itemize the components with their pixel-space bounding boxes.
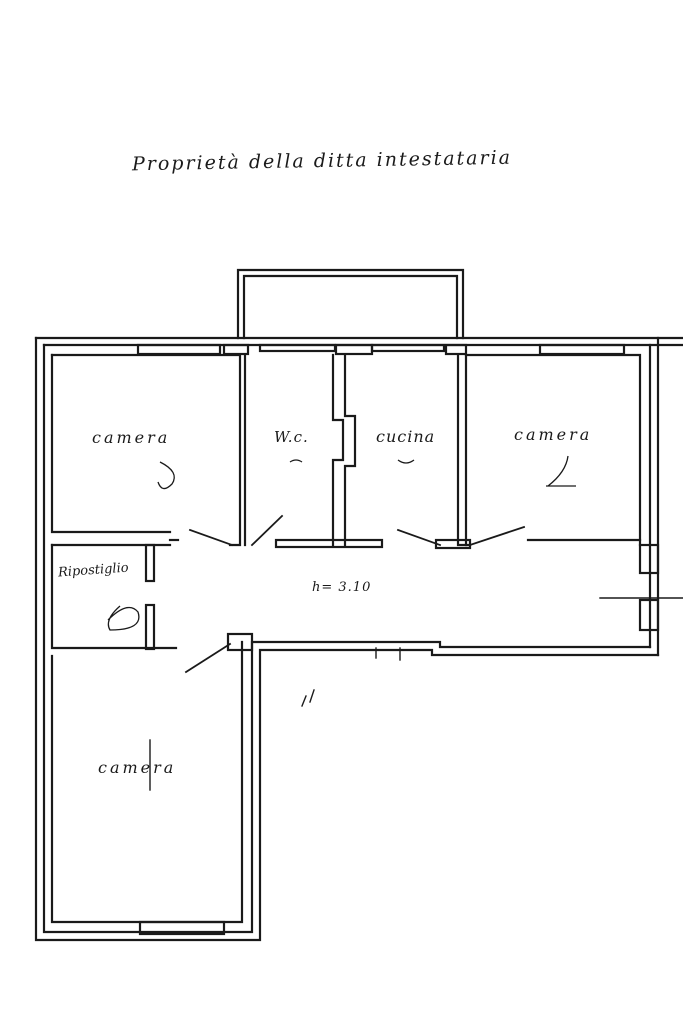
room-camera-lower-walls xyxy=(50,632,254,936)
door-swings xyxy=(184,514,526,674)
room-label-wc: W.c. xyxy=(274,428,309,446)
room-label-camera-lower: camera xyxy=(98,758,177,777)
windows-top xyxy=(136,343,626,356)
handwritten-marks xyxy=(107,455,576,631)
room-camera-left-walls xyxy=(50,353,247,547)
misc-ticks xyxy=(149,647,401,791)
ceiling-height-label: h= 3.10 xyxy=(312,580,372,595)
entry-notch xyxy=(599,543,683,632)
partition-wc-cucina xyxy=(274,353,384,549)
room-camera-right-walls xyxy=(434,353,642,550)
room-label-camera-left: camera xyxy=(92,428,171,447)
room-label-cucina: cucina xyxy=(376,427,436,446)
room-label-camera-right: camera xyxy=(514,425,593,444)
balcony-outline xyxy=(236,268,465,340)
room-ripostiglio-walls xyxy=(50,543,178,651)
